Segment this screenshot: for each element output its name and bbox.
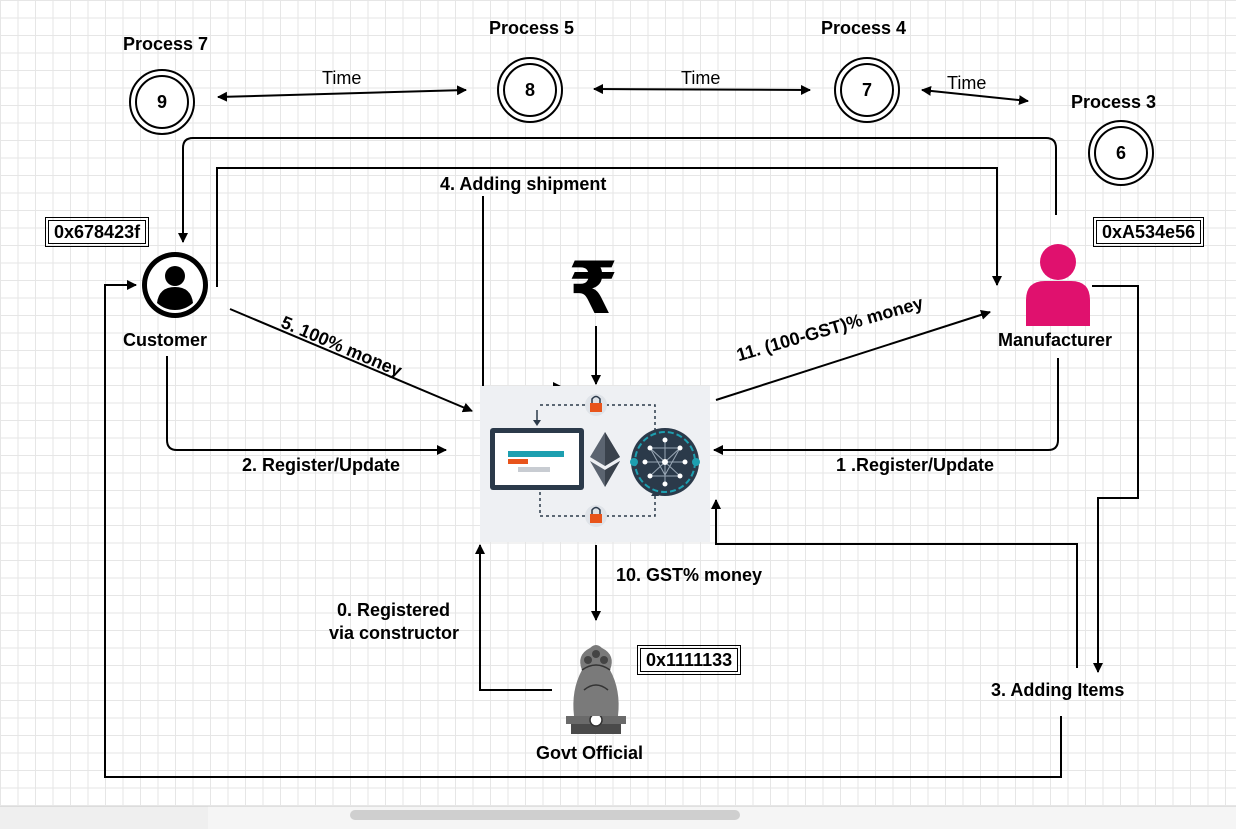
- scrollbar-thumb[interactable]: [350, 810, 740, 820]
- edge-label-constructor: via constructor: [329, 623, 460, 643]
- edge-gst-money-manufacturer: [715, 309, 991, 401]
- process-node: 6: [1088, 120, 1154, 186]
- customer-avatar-icon: [142, 252, 208, 318]
- smart-contract-graphic: [480, 386, 710, 542]
- process-title: Process 4: [821, 18, 907, 38]
- edge-register-customer: [166, 356, 447, 455]
- process-number: 8: [503, 63, 557, 117]
- process-node: 7: [834, 57, 900, 123]
- edge-label-register-customer: 2. Register/Update: [242, 455, 401, 475]
- monitor-icon: [490, 428, 584, 490]
- edge-items-to-contract: [711, 499, 1078, 668]
- edge-register-manufacturer: [713, 358, 1059, 455]
- edge-label-adding-shipment: 4. Adding shipment: [440, 174, 607, 194]
- govt-label: Govt Official: [536, 743, 644, 763]
- time-arrow-2: [593, 84, 811, 95]
- time-label: Time: [681, 68, 721, 88]
- process-node: 8: [497, 57, 563, 123]
- customer-address: 0x678423f: [44, 217, 150, 247]
- edge-100-money: [229, 308, 473, 413]
- process-node: 9: [129, 69, 195, 135]
- edge-customer-to-manufacturer: [216, 167, 1002, 287]
- edge-label-gst-money-govt: 10. GST% money: [616, 565, 763, 585]
- lock-icon: [585, 394, 607, 416]
- rupee-icon: ₹: [568, 246, 619, 330]
- process-title: Process 7: [123, 34, 209, 54]
- lock-icon: [585, 505, 607, 527]
- edge-manufacturer-to-customer: [178, 137, 1057, 243]
- manufacturer-label: Manufacturer: [998, 330, 1113, 350]
- govt-address: 0x1111133: [636, 645, 742, 675]
- process-number: 7: [840, 63, 894, 117]
- time-arrow-3: [921, 85, 1029, 106]
- ethereum-icon: [590, 432, 620, 487]
- edge-label-adding-items: 3. Adding Items: [991, 680, 1125, 700]
- process-number: 9: [135, 75, 189, 129]
- customer-label: Customer: [123, 330, 208, 350]
- manufacturer-address: 0xA534e56: [1092, 217, 1205, 247]
- manufacturer-person-icon: [1026, 244, 1090, 326]
- time-label: Time: [322, 68, 362, 88]
- page-tabs-area: [0, 806, 208, 829]
- process-number: 6: [1094, 126, 1148, 180]
- blockchain-network-icon: [630, 428, 700, 496]
- process-title: Process 3: [1071, 92, 1157, 112]
- process-title: Process 5: [489, 18, 575, 38]
- time-arrow-1: [217, 85, 467, 102]
- edge-govt-register: [475, 544, 552, 691]
- time-label: Time: [947, 73, 987, 93]
- edge-items-to-customer: [104, 280, 1062, 778]
- edge-label-registered: 0. Registered: [337, 600, 451, 620]
- edge-manufacturer-to-items: [1092, 285, 1139, 673]
- edge-label-register-manufacturer: 1 .Register/Update: [836, 455, 995, 475]
- govt-emblem-icon: [566, 645, 626, 734]
- edge-adding-shipment: [482, 196, 563, 392]
